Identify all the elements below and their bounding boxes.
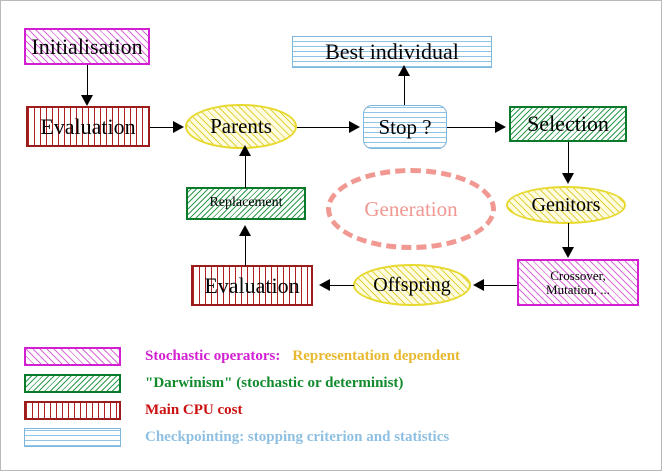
edge-replacement-parents-arrow xyxy=(239,145,251,156)
legend-swatch-checkpointing xyxy=(24,428,121,447)
node-parents[interactable]: Parents xyxy=(185,104,297,149)
node-stop[interactable]: Stop ? xyxy=(363,105,447,149)
node-evaluation-bottom[interactable]: Evaluation xyxy=(191,265,313,306)
edge-evaluation-replacement-line xyxy=(245,233,246,266)
node-evaluation-top[interactable]: Evaluation xyxy=(26,106,150,147)
legend-label-main-cpu-cost: Main CPU cost xyxy=(145,402,243,418)
legend-row-main-cpu-cost: Main CPU cost xyxy=(24,401,243,420)
node-genitors[interactable]: Genitors xyxy=(506,186,626,224)
edge-evaluation-parents-arrow xyxy=(173,121,184,133)
edge-initialisation-evaluation-arrow xyxy=(81,95,93,106)
edge-evaluation-replacement-arrow xyxy=(239,225,251,236)
edge-stop-selection-arrow xyxy=(495,121,506,133)
legend-swatch-stochastic-operators xyxy=(24,347,121,366)
edge-initialisation-evaluation-line xyxy=(87,65,88,98)
legend-row-checkpointing: Checkpointing: stopping criterion and st… xyxy=(24,428,449,447)
edge-crossover-offspring-line xyxy=(481,285,517,286)
edge-replacement-parents-line xyxy=(245,154,246,188)
edge-evaluation-parents-line xyxy=(150,127,178,128)
edge-stop-best-line xyxy=(404,71,405,105)
legend-row-darwinism: "Darwinism" (stochastic or determinist) xyxy=(24,374,403,393)
node-best-individual[interactable]: Best individual xyxy=(292,36,492,68)
legend-label-representation-dependent: Representation dependent xyxy=(292,348,461,364)
node-initialisation[interactable]: Initialisation xyxy=(24,28,150,65)
edge-genitors-crossover-line xyxy=(568,223,569,249)
edge-genitors-crossover-arrow xyxy=(562,247,574,258)
legend-row-stochastic-operators: Stochastic operators: Representation dep… xyxy=(24,347,460,366)
edge-stop-selection-line xyxy=(447,127,497,128)
edge-stop-best-arrow xyxy=(398,65,410,76)
edge-crossover-offspring-arrow xyxy=(473,279,484,291)
edge-offspring-evaluation-line xyxy=(330,285,354,286)
legend-label-darwinism: "Darwinism" (stochastic or determinist) xyxy=(145,375,404,391)
legend-label-stochastic-operators: Stochastic operators: xyxy=(145,348,281,364)
edge-parents-stop-arrow xyxy=(349,121,360,133)
node-crossover-mutation[interactable]: Crossover, Mutation, ... xyxy=(517,259,639,306)
node-selection[interactable]: Selection xyxy=(509,106,627,142)
edge-offspring-evaluation-arrow xyxy=(319,279,330,291)
legend-swatch-darwinism xyxy=(24,374,121,393)
edge-selection-genitors-line xyxy=(568,142,569,175)
node-offspring[interactable]: Offspring xyxy=(353,264,471,306)
edge-selection-genitors-arrow xyxy=(562,173,574,184)
node-replacement[interactable]: Replacement xyxy=(186,187,306,220)
edge-parents-stop-line xyxy=(297,127,351,128)
legend-swatch-main-cpu-cost xyxy=(24,401,121,420)
legend-label-checkpointing: Checkpointing: stopping criterion and st… xyxy=(145,429,450,445)
node-generation-annotation: Generation xyxy=(326,168,496,250)
